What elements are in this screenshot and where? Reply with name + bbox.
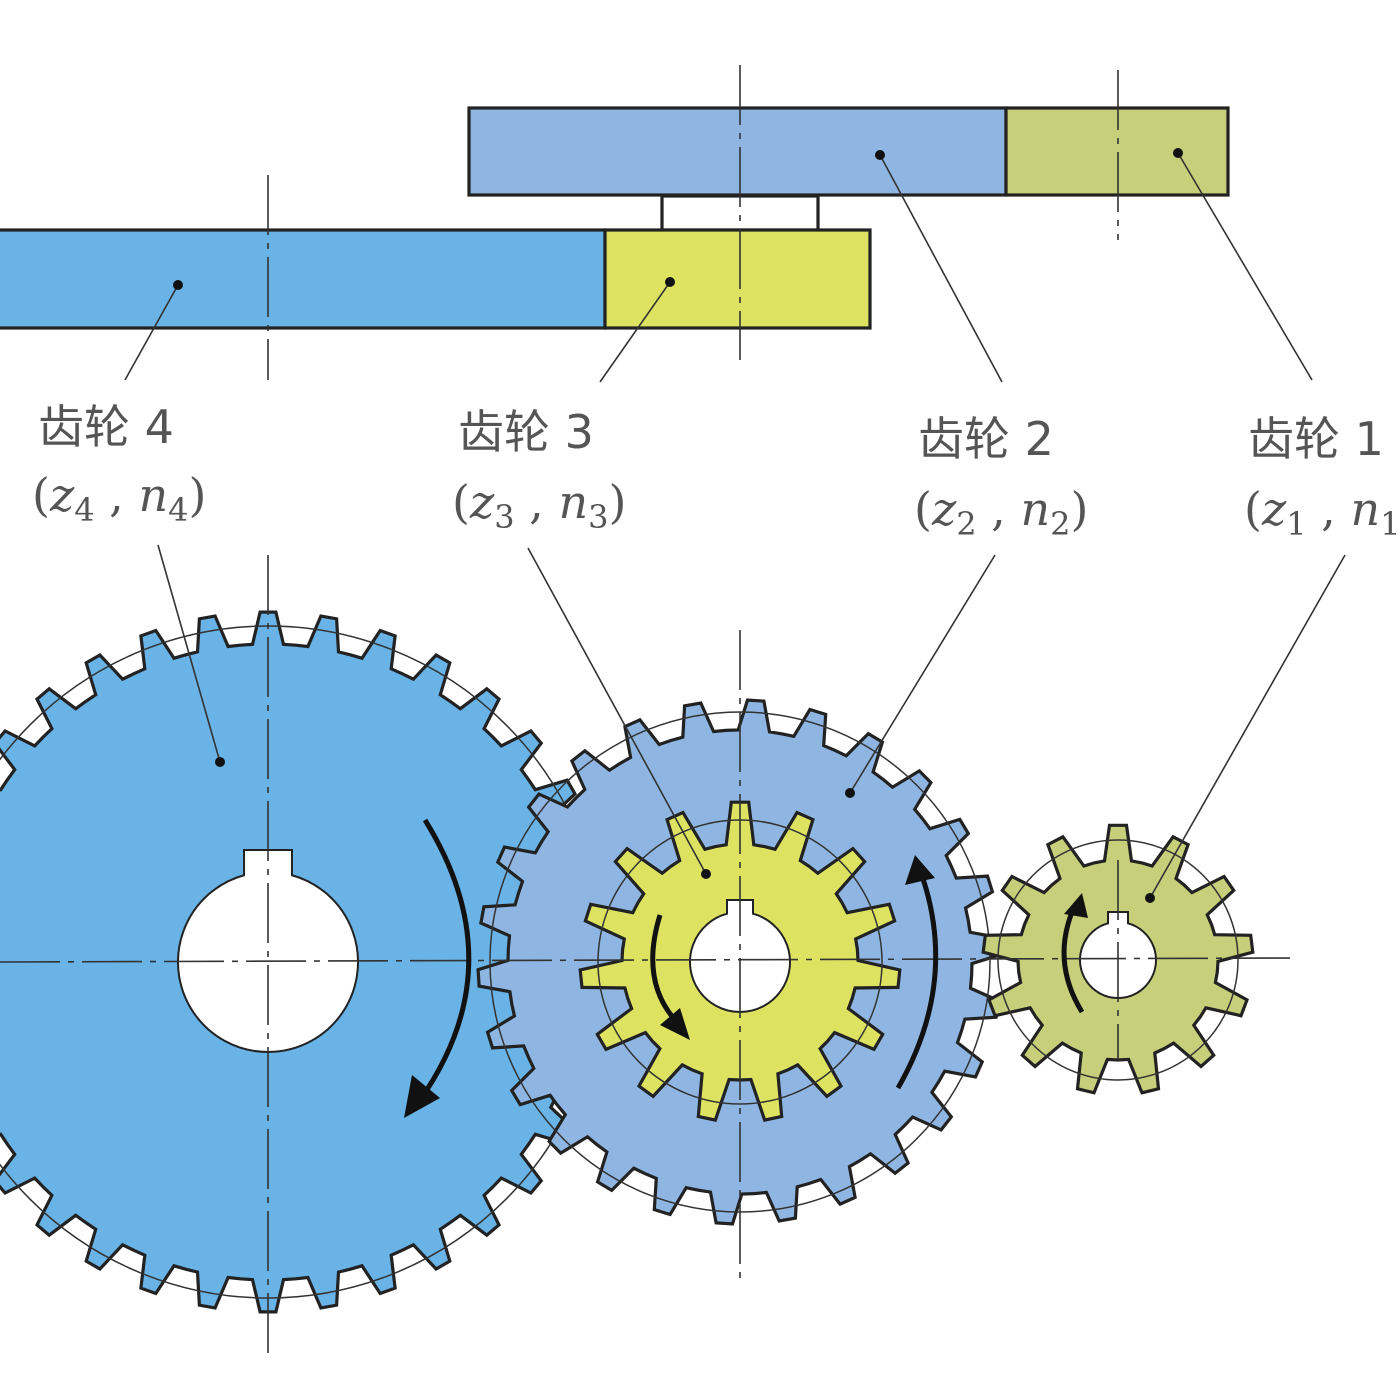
gear3-keyed-bore [689, 899, 791, 1013]
gear2-label: 齿轮 2 [918, 412, 1054, 466]
leader-gear1-side [1177, 152, 1313, 381]
gear2-arrow-head [905, 855, 935, 885]
leader-gear4-side [124, 284, 179, 381]
horizontal-centerline [0, 957, 1296, 963]
leader-dot-gear3-side [665, 277, 675, 287]
gear3-side-bar [603, 228, 872, 330]
gear1-pitch-circle [997, 839, 1239, 1081]
gear4-params: (z4 , n4) [32, 468, 206, 529]
leader-gear2-front [849, 554, 996, 794]
gear1-arrow-head [1064, 893, 1088, 918]
gear2-params: (z2 , n2) [914, 482, 1088, 543]
gear3-label: 齿轮 3 [458, 405, 594, 459]
side-view [0, 65, 1230, 380]
leader-gear3-front [527, 547, 707, 875]
gear1-label: 齿轮 1 [1248, 412, 1384, 466]
leader-gear1-front [1149, 554, 1346, 899]
gear3-params: (z3 , n3) [452, 475, 626, 536]
leader-dot-gear4-front [215, 757, 225, 767]
gear1-side-bar [1004, 106, 1230, 197]
leader-dot-gear3-front [701, 869, 711, 879]
rotation-arrows [404, 818, 1088, 1118]
gear4-label: 齿轮 4 [38, 400, 174, 454]
gear4-side-bar [0, 228, 607, 330]
gear3-arrow-head [660, 1008, 690, 1040]
leader-gear3-side [599, 281, 671, 383]
gear3-rotation-arrow [650, 914, 677, 1022]
leader-dot-gear2-side [875, 150, 885, 160]
leader-gear2-side [879, 154, 1003, 383]
leader-gear4-front [157, 544, 221, 763]
leader-lines [124, 148, 1346, 903]
gear1-params: (z1 , n1) [1244, 482, 1400, 543]
gear2-rotation-arrow [895, 869, 939, 1090]
gear1-rotation-arrow [1061, 903, 1085, 1014]
gear2-side-bar [467, 106, 1008, 197]
front-centerlines [0, 555, 1296, 1360]
leader-dot-gear4-side [173, 280, 183, 290]
leader-dot-gear2-front [845, 788, 855, 798]
leader-dot-gear1-front [1145, 893, 1155, 903]
labels: 齿轮 4 (z4 , n4) 齿轮 3 (z3 , n3) 齿轮 2 (z2 ,… [32, 400, 1400, 543]
gear4-rotation-arrow [417, 818, 472, 1102]
leader-dot-gear1-side [1173, 148, 1183, 158]
gear4-arrow-head [404, 1075, 440, 1118]
